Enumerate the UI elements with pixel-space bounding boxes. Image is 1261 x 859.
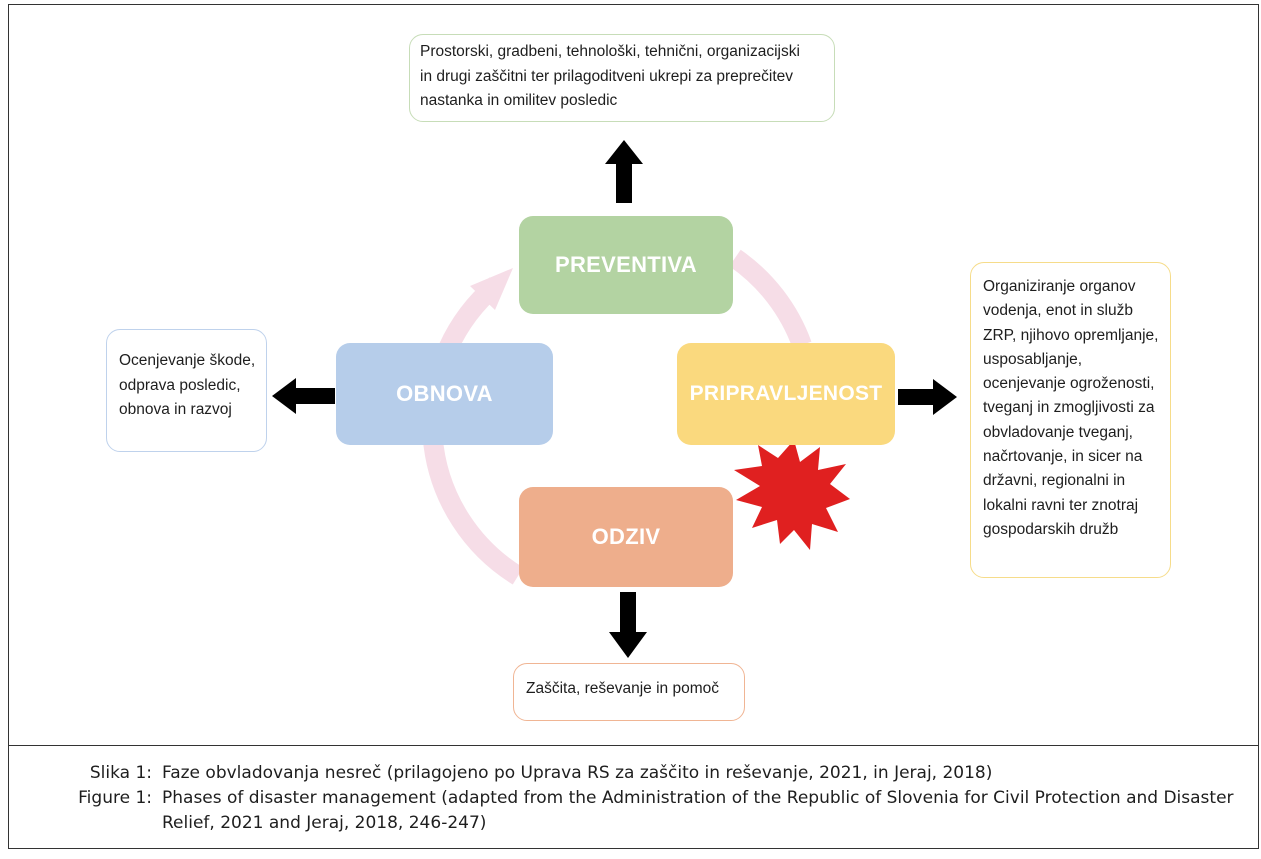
box-line: nastanka in omilitev posledic	[420, 92, 618, 109]
box-line: tveganj in zmogljivosti za	[983, 399, 1155, 417]
arrow-up-icon	[605, 140, 643, 203]
arrow-left-icon	[272, 378, 335, 414]
caption-label-sl: Slika 1:	[89, 763, 152, 783]
arrow-right-icon	[898, 379, 957, 415]
cycle-arrowhead	[470, 268, 513, 310]
box-line: obnova in razvoj	[119, 401, 232, 418]
box-line: državni, regionalni in	[983, 472, 1126, 490]
box-line: načrtovanje, in sicer na	[983, 448, 1143, 466]
phase-pripravljenost: PRIPRAVLJENOST	[677, 343, 895, 445]
caption-text-sl: Faze obvladovanja nesreč (prilagojeno po…	[162, 763, 993, 783]
box-line: obvladovanje tveganj,	[983, 423, 1133, 441]
box-line: usposabljanje,	[983, 350, 1083, 368]
explosion-burst-icon	[734, 440, 850, 550]
box-line: Organiziranje organov	[983, 278, 1136, 295]
box-line: lokalni ravni ter znotraj	[983, 496, 1139, 514]
box-line: gospodarskih družb	[983, 520, 1119, 538]
box-line: odprava posledic,	[119, 376, 241, 394]
box-line: ZRP, njihovo opremljanje,	[983, 326, 1159, 344]
box-obnova-measures: Ocenjevanje škode, odprava posledic, obn…	[106, 329, 267, 452]
box-odziv-measures: Zaščita, reševanje in pomoč	[513, 663, 745, 721]
phase-odziv: ODZIV	[519, 487, 733, 587]
cycle-ring-right	[729, 249, 812, 349]
caption-label-en: Figure 1:	[78, 788, 152, 808]
box-line: ocenjevanje ogroženosti,	[983, 375, 1155, 393]
caption-divider	[8, 745, 1259, 746]
caption-row-en: Figure 1: Phases of disaster management …	[28, 786, 1242, 836]
caption-row-sl: Slika 1: Faze obvladovanja nesreč (prila…	[28, 761, 1242, 786]
box-preventiva-measures: Prostorski, gradbeni, tehnološki, tehnič…	[409, 34, 835, 122]
box-line: Prostorski, gradbeni, tehnološki, tehnič…	[420, 43, 800, 60]
phase-preventiva: PREVENTIVA	[519, 216, 733, 314]
box-line: in drugi zaščitni ter prilagoditveni ukr…	[420, 67, 794, 85]
figure-frame	[8, 4, 1259, 849]
caption-text-en: Phases of disaster management (adapted f…	[162, 788, 1234, 833]
box-line: Zaščita, reševanje in pomoč	[526, 680, 719, 697]
figure-caption: Slika 1: Faze obvladovanja nesreč (prila…	[28, 761, 1242, 836]
box-line: vodenja, enot in služb	[983, 302, 1133, 320]
phase-obnova: OBNOVA	[336, 343, 553, 445]
box-pripravljenost-measures: Organiziranje organov vodenja, enot in s…	[970, 262, 1171, 578]
box-line: Ocenjevanje škode,	[119, 352, 256, 369]
arrow-down-icon	[609, 592, 647, 658]
